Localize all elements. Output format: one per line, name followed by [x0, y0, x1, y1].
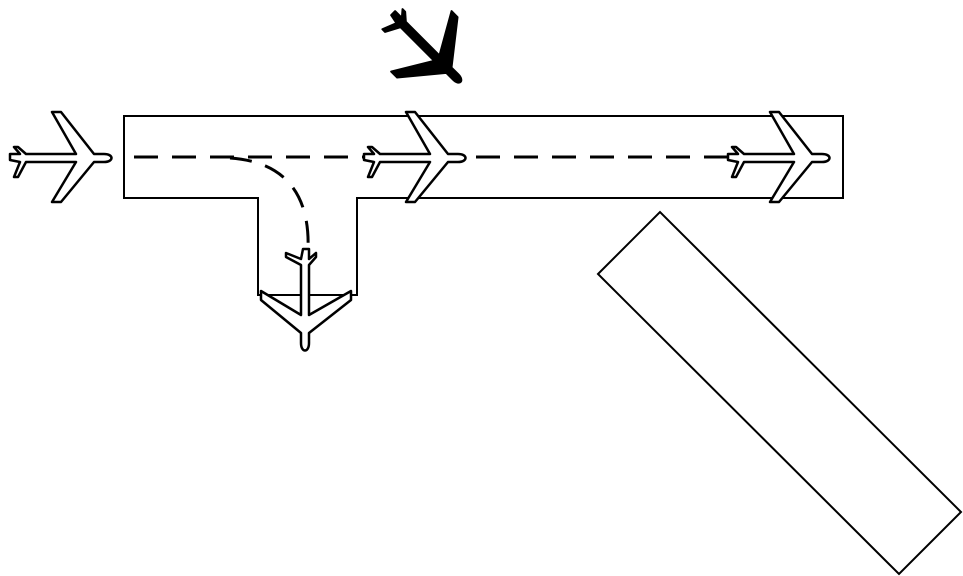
- diagonal-runway: [596, 210, 963, 576]
- airplane-taxiing-in-left: [8, 110, 113, 204]
- taxi-path: [229, 156, 310, 251]
- airplane-filled-icon: [361, 0, 493, 113]
- airplane-flying: [361, 0, 493, 113]
- airplane-outline-icon: [8, 110, 113, 204]
- horizontal-runway: [123, 115, 844, 296]
